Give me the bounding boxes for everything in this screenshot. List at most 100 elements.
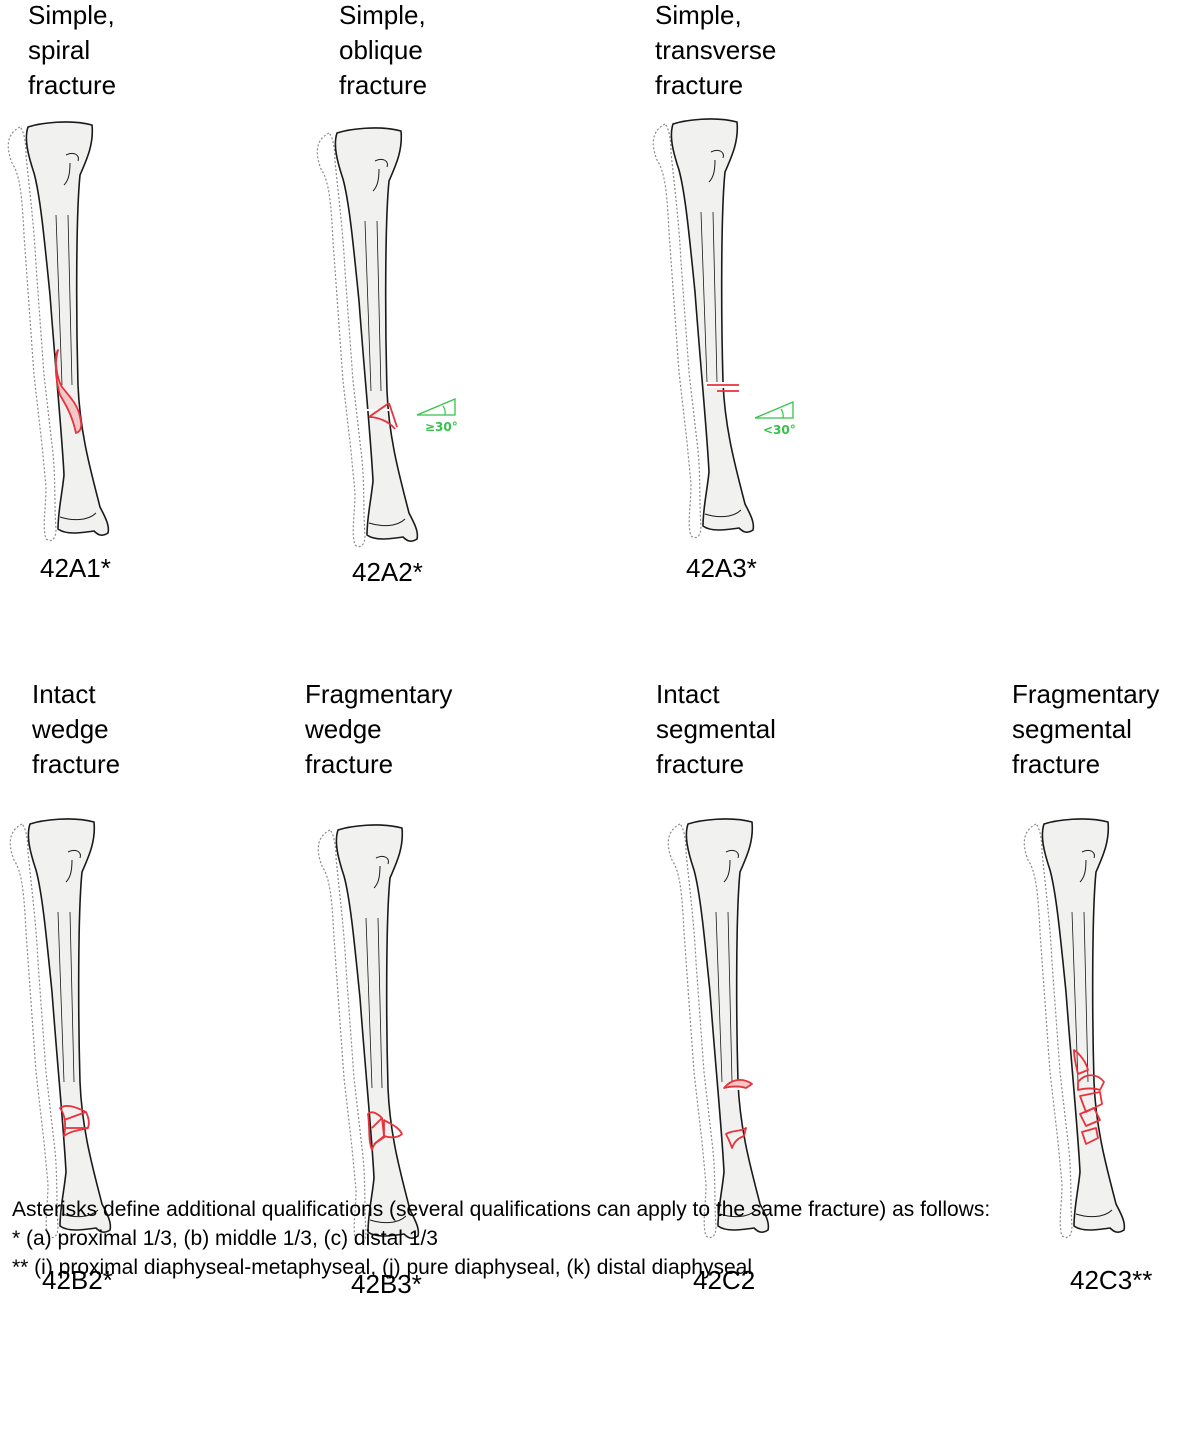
fracture-title: Fragmentary wedge fracture (305, 677, 452, 782)
fracture-line (63, 1111, 88, 1129)
fracture-fragmentary-wedge (367, 1111, 403, 1151)
panel-42b2: Intact wedge fracture (32, 677, 292, 1277)
title-line: Fragmentary (305, 679, 453, 709)
title-line: fracture (655, 70, 744, 100)
fracture-gap (365, 409, 389, 411)
angle-marker: <30° (754, 401, 796, 437)
angle-label: ≥30° (425, 420, 458, 434)
title-line: fracture (1012, 749, 1101, 779)
panel-42a3: Simple, transverse fracture (655, 0, 915, 600)
tibia-illustration-42b3 (317, 824, 420, 1245)
fracture-line (1079, 1091, 1103, 1113)
fracture-code: 42C2 (693, 1265, 756, 1295)
fracture-oblique (368, 402, 398, 430)
tibia-plateau-detail (65, 849, 81, 883)
tibia-malleolus-detail (1075, 1209, 1113, 1218)
tibia-malleolus-detail (704, 509, 742, 518)
title-line: Simple, (655, 0, 742, 30)
title-line: oblique (339, 35, 423, 65)
title-line: fracture (339, 70, 428, 100)
tibia-plateau-detail (63, 152, 79, 186)
title-line: fracture (305, 749, 394, 779)
leg-bones (317, 824, 420, 1245)
title-line: wedge (32, 714, 109, 744)
angle-arc (442, 405, 446, 416)
tibia-illustration-42c3 (1023, 818, 1126, 1239)
fracture-title: Simple, spiral fracture (28, 0, 116, 103)
title-line: Intact (656, 679, 720, 709)
leg-bones (9, 818, 112, 1239)
tibia-medullary-lines (700, 211, 718, 383)
tibia-malleolus-detail (719, 1209, 757, 1218)
tibia-medullary-lines (365, 917, 383, 1089)
title-line: spiral (28, 35, 91, 65)
fracture-line (371, 1117, 387, 1145)
fracture-line (1073, 1049, 1089, 1075)
title-line: fracture (656, 749, 745, 779)
leg-bones (7, 121, 110, 542)
fracture-line (54, 349, 83, 434)
fracture-line (1079, 1107, 1101, 1127)
tibia-malleolus-detail (61, 1209, 99, 1218)
tibia-outline (27, 818, 112, 1233)
fracture-line (383, 1119, 403, 1139)
tibia-malleolus-detail (59, 512, 97, 521)
fracture-code: 42A1* (40, 553, 111, 583)
tibia-malleolus-detail (368, 518, 406, 527)
tibia-malleolus-detail (369, 1215, 407, 1224)
fracture-line (368, 402, 398, 430)
tibia-outline (685, 818, 770, 1233)
fracture-title: Intact segmental fracture (656, 677, 776, 782)
fracture-line (707, 384, 739, 392)
fracture-line (725, 1127, 747, 1149)
tibia-illustration-42a2: ≥30° (316, 127, 458, 548)
tibia-medullary-lines (55, 214, 73, 386)
angle-label: <30° (763, 423, 796, 437)
fracture-spiral (54, 349, 83, 434)
footnote: Asterisks define additional qualificatio… (12, 1195, 990, 1282)
leg-bones (667, 818, 770, 1239)
tibia-medullary-lines (1071, 911, 1089, 1083)
fracture-title: Simple, oblique fracture (339, 0, 427, 103)
title-line: fracture (32, 749, 121, 779)
fracture-line (1077, 1074, 1105, 1091)
title-line: Simple, (339, 0, 426, 30)
tibia-illustration-42c2 (667, 818, 770, 1239)
fracture-title: Fragmentary segmental fracture (1012, 677, 1159, 782)
footnote-single-asterisk: * (a) proximal 1/3, (b) middle 1/3, (c) … (12, 1227, 438, 1250)
tibia-outline (334, 127, 419, 542)
leg-bones (316, 127, 419, 548)
panel-42c3: Fragmentary segmental fracture (1012, 677, 1180, 1277)
tibia-outline (670, 118, 755, 533)
panel-42a1: Simple, spiral fracture (28, 0, 288, 600)
title-line: Simple, (28, 0, 115, 30)
panel-42c2: Intact segmental fracture (656, 677, 916, 1277)
tibia-illustration-42a3: <30° (652, 118, 796, 539)
footnote-intro: Asterisks define additional qualificatio… (12, 1198, 991, 1221)
fracture-transverse (707, 384, 739, 392)
title-line: segmental (656, 714, 776, 744)
tibia-medullary-lines (57, 911, 75, 1083)
panel-42b3: Fragmentary wedge fracture (305, 677, 565, 1277)
fracture-code: 42B2* (42, 1265, 113, 1295)
angle-triangle (754, 401, 794, 419)
tibia-plateau-detail (723, 849, 739, 883)
title-line: transverse (655, 35, 777, 65)
panel-42a2: Simple, oblique fracture (339, 0, 599, 600)
fracture-code: 42A2* (352, 557, 423, 587)
title-line: Intact (32, 679, 96, 709)
fracture-title: Simple, transverse fracture (655, 0, 776, 103)
fracture-code: 42B3* (351, 1269, 422, 1299)
angle-arc (780, 408, 784, 419)
fracture-wedge (59, 1105, 90, 1137)
tibia-outline (1041, 818, 1126, 1233)
title-line: Fragmentary (1012, 679, 1160, 709)
fracture-code: 42C3** (1070, 1265, 1153, 1295)
fracture-fragmentary-segmental (1073, 1049, 1105, 1145)
tibia-plateau-detail (373, 855, 389, 889)
fracture-line (1081, 1127, 1099, 1145)
tibia-medullary-lines (715, 911, 733, 1083)
tibia-medullary-lines (364, 220, 382, 392)
tibia-illustration-42a1 (7, 121, 110, 542)
fracture-segmental (723, 1079, 753, 1149)
